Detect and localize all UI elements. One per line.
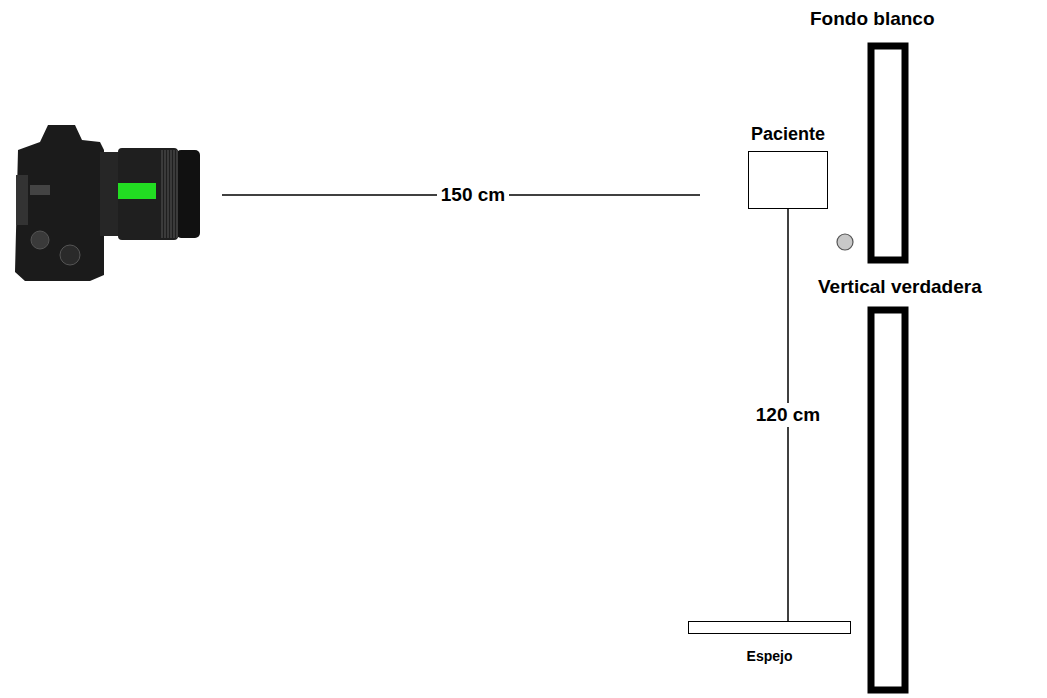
node-label: Espejo: [678, 648, 861, 664]
mirror-outline: [688, 621, 851, 634]
patient-outline: [748, 151, 828, 209]
dimension-label: 120 cm: [752, 403, 824, 427]
patient-box: Paciente: [728, 124, 848, 209]
text-label: 150 cm: [437, 183, 509, 207]
background-board: [871, 46, 905, 260]
camera-illustration: [15, 125, 200, 281]
text-label: Vertical verdadera: [818, 276, 982, 298]
node-label: Paciente: [728, 124, 848, 145]
plumb-marker: [837, 234, 853, 250]
text-label: Fondo blanco: [810, 8, 935, 30]
background-board: [871, 310, 905, 690]
mirror-box: Espejo: [678, 621, 861, 664]
